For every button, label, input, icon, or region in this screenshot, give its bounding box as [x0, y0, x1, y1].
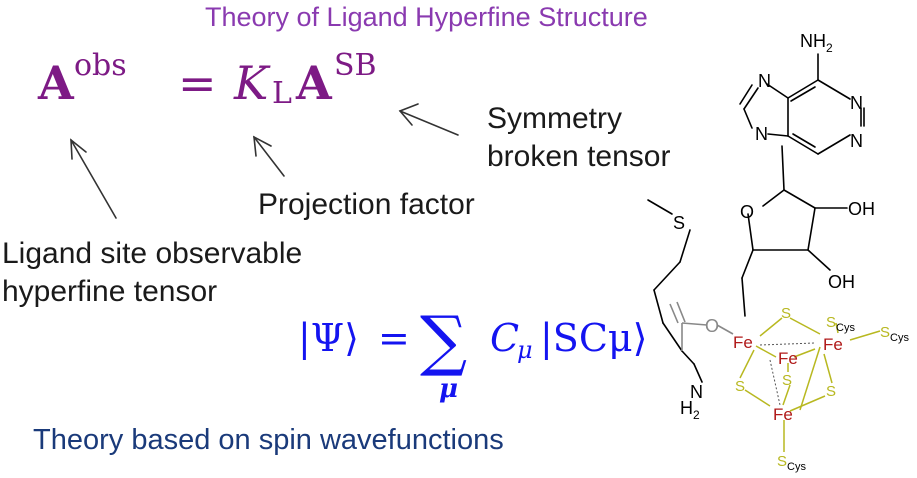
arrow-symmetry — [398, 103, 459, 136]
eq-factor-symbol: K — [234, 56, 269, 110]
s-top: S — [781, 305, 791, 322]
molecule-bonds — [647, 53, 865, 383]
ring-n7: N — [758, 71, 771, 91]
eq-lhs-superscript: obs — [74, 48, 127, 83]
ring-n1: N — [850, 93, 863, 113]
annotation-symmetry-line2: broken tensor — [487, 140, 671, 173]
annotation-symmetry-line1: Symmetry — [487, 102, 622, 135]
s-cys-3: SCys — [777, 453, 806, 473]
sum-index: μ — [439, 374, 459, 404]
cluster-dashed-bonds — [759, 342, 816, 406]
fe-3: Fe — [823, 335, 843, 354]
annotation-symmetry: Symmetry broken tensor — [487, 100, 670, 176]
fe-1: Fe — [733, 333, 753, 352]
coef-symbol: C — [490, 316, 520, 360]
hydroxyl-2: OH — [828, 272, 855, 292]
ring-n9: N — [755, 124, 768, 144]
fe-2: Fe — [778, 349, 798, 368]
carboxyl-oxygen: O — [705, 316, 719, 336]
s-cys-2: SCys — [880, 324, 909, 344]
ribose-oxygen: O — [740, 202, 754, 222]
eq-equals: = — [178, 56, 217, 110]
psi-equals: = — [378, 316, 410, 360]
coef-subscript: μ — [517, 336, 533, 364]
page-title: Theory of Ligand Hyperfine Structure — [205, 2, 648, 32]
annotation-projection: Projection factor — [258, 188, 475, 221]
nh2-label: NH2 — [800, 31, 833, 55]
s-left: S — [735, 378, 745, 395]
footer-caption: Theory based on spin wavefunctions — [33, 424, 504, 456]
annotation-ligand-line1: Ligand site observable — [2, 237, 303, 270]
s-right: S — [826, 383, 836, 400]
eq-factor-subscript: L — [272, 76, 292, 111]
fe-4: Fe — [773, 405, 793, 424]
amine-h2: H2 — [680, 398, 700, 422]
carboxylate-bonds — [669, 301, 734, 351]
psi-lhs: |Ψ⟩ — [298, 316, 359, 360]
arrow-projection — [253, 135, 285, 177]
eq-rhs-superscript: SB — [334, 48, 377, 83]
psi-ket: |SCμ⟩ — [540, 316, 648, 360]
sum-symbol: ∑ — [420, 302, 468, 379]
s-cys-1: SCys — [826, 314, 855, 334]
sulfur-atoms: S S S S SCys SCys SCys — [735, 305, 909, 473]
eq-lhs-symbol: A — [38, 56, 74, 110]
amine-n: N — [690, 382, 703, 402]
eq-rhs-symbol: A — [296, 56, 332, 110]
annotation-ligand: Ligand site observable hyperfine tensor — [2, 235, 302, 311]
atom-labels: NH2 N N N N O OH OH S N H2 — [673, 31, 875, 422]
cluster-bonds — [739, 317, 881, 452]
arrow-ligand — [70, 138, 117, 219]
hydroxyl-1: OH — [848, 199, 875, 219]
s-center: S — [782, 372, 792, 389]
thioether-sulfur: S — [673, 213, 685, 233]
annotation-ligand-line2: hyperfine tensor — [2, 275, 218, 308]
iron-atoms: Fe Fe Fe Fe — [733, 333, 843, 424]
ring-n3: N — [850, 131, 863, 151]
